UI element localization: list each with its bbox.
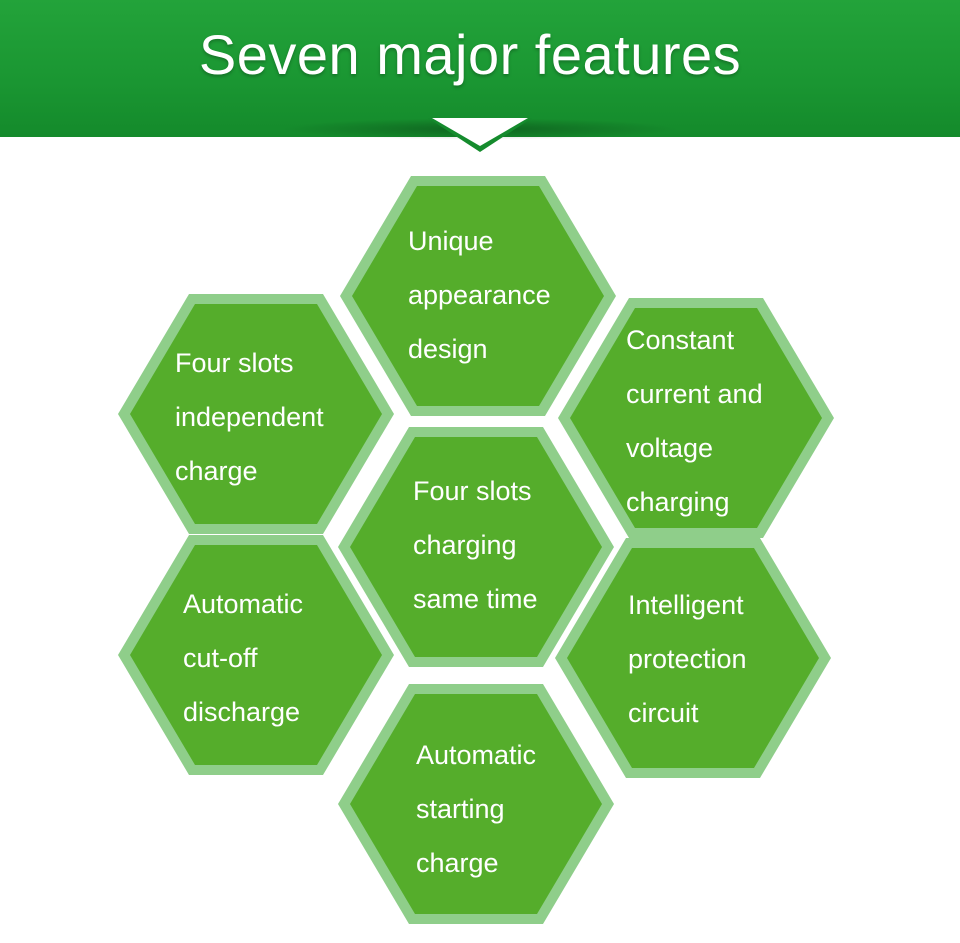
hexagon-lower-right: [555, 538, 831, 778]
feature-label-lower-left: Automatic cut-off discharge: [183, 589, 304, 727]
feature-label-upper-right: Constant current and voltage charging: [626, 325, 763, 517]
hexagon-lower-left: [118, 535, 394, 775]
feature-label-top: Unique appearance design: [408, 226, 551, 364]
feature-label-bottom: Automatic starting charge: [416, 740, 537, 878]
header-banner: [0, 0, 960, 137]
hexagon-top: [340, 176, 616, 416]
hexagon-upper-right: [558, 298, 834, 538]
feature-label-upper-left: Four slots independent charge: [175, 348, 324, 486]
page-title: Seven major features: [198, 23, 742, 86]
hexagon-center: [338, 427, 614, 667]
banner-arrow-notch: [432, 118, 528, 146]
feature-label-center: Four slots charging same time: [413, 476, 538, 614]
feature-label-lower-right: Intelligent protection circuit: [628, 590, 747, 728]
hexagon-upper-left: [118, 294, 394, 534]
hexagon-bottom: [338, 684, 614, 924]
